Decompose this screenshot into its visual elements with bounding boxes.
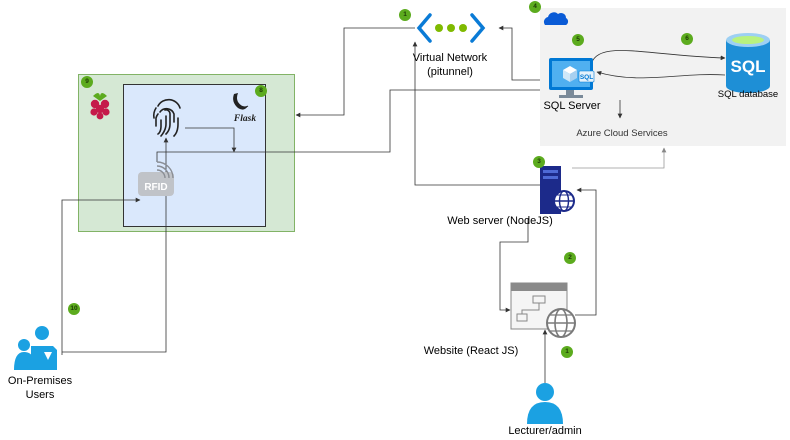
connector-fingerprint-to-flask [185, 127, 237, 153]
rfid-icon: RFID [138, 161, 174, 196]
website-label: Website (React JS) [423, 345, 519, 357]
connector-users-to-rfid [61, 197, 141, 355]
sql-database-icon: SQL [726, 33, 770, 93]
onprem-users-label: On-Premises Users [7, 375, 73, 401]
connector-webserver-to-website [499, 218, 529, 313]
flask-label: Flask [233, 114, 256, 124]
lecturer-label: Lecturer/admin [508, 425, 582, 437]
sql-server-icon: SQL [549, 58, 595, 98]
connector-pi-to-sqlserver [156, 89, 540, 162]
connector-webserver-to-network [412, 41, 540, 186]
virtual-network-icon [416, 13, 486, 43]
virtual-network-label: Virtual Network (pitunnel) [412, 52, 488, 78]
sql-server-label: SQL Server [543, 100, 601, 112]
azure-cloud-services-label: Azure Cloud Services [576, 128, 668, 139]
step-badge: 9 [81, 76, 93, 88]
connector-sqlserver-to-network [498, 25, 540, 81]
step-badge: 6 [681, 33, 693, 45]
connector-network-to-pi [295, 27, 415, 118]
website-icon [510, 282, 576, 338]
step-badge: 10 [68, 303, 80, 315]
step-badge: 5 [572, 34, 584, 46]
step-badge: 1 [561, 346, 573, 358]
step-badge: 4 [529, 1, 541, 13]
step-badge: 2 [564, 252, 576, 264]
azure-cloud-icon [543, 12, 569, 25]
step-badge: 3 [533, 156, 545, 168]
connector-users-to-fingerprint [62, 137, 169, 353]
sql-database-label: SQL database [717, 89, 779, 100]
step-badge: 1 [399, 9, 411, 21]
web-server-icon [540, 166, 575, 214]
person-icon [527, 383, 563, 424]
step-badge: 8 [255, 85, 267, 97]
sql-database-icon-text: SQL [731, 57, 766, 76]
sql-small-label: SQL [580, 74, 593, 81]
connector-website-to-webserver [575, 187, 597, 316]
connector-sqldb-to-sqlserver [596, 70, 726, 79]
connector-webserver-to-azure [572, 147, 667, 169]
connector-sqlserver-to-sqldb-upper [589, 50, 726, 69]
web-server-label: Web server (NodeJS) [447, 215, 553, 227]
rfid-label: RFID [144, 182, 167, 193]
users-icon [14, 326, 57, 370]
fingerprint-icon [152, 98, 181, 137]
raspberry-pi-icon [90, 93, 110, 120]
flask-icon: Flask [233, 93, 256, 124]
